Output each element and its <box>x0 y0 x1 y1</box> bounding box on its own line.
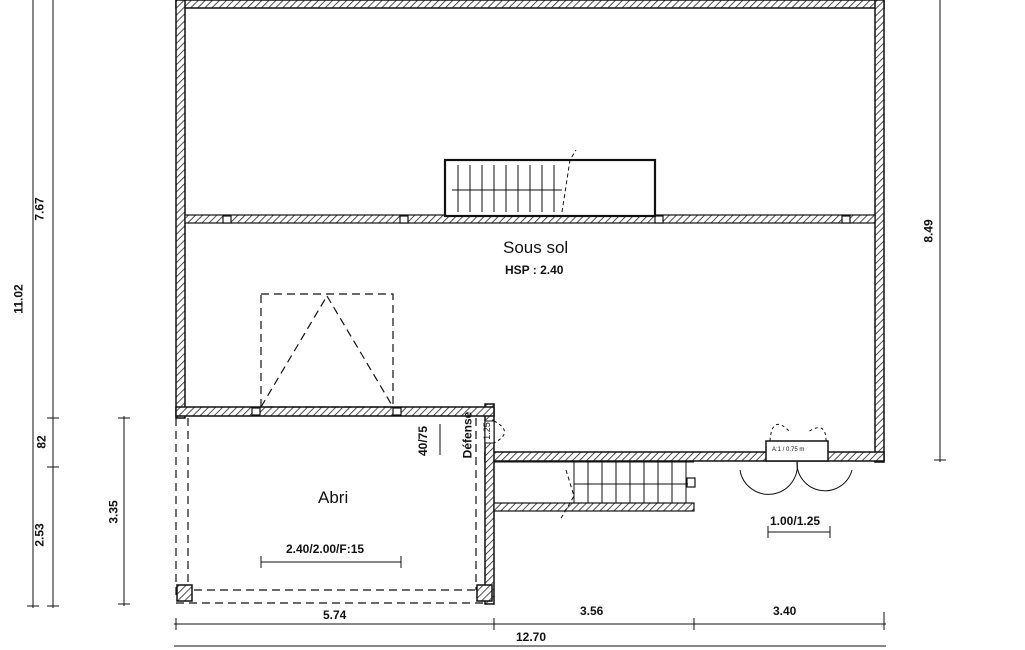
window-tag-label: A:1 / 0.75 m <box>772 447 805 453</box>
dim-total-width: 12.70 <box>516 630 547 644</box>
dim-shelter-height: 3.35 <box>106 500 121 524</box>
dim-right-height: 8.49 <box>921 219 936 243</box>
dimension-lines <box>27 0 946 647</box>
door-size-label: 1.00/1.25 <box>770 514 821 528</box>
defense-label: Défense <box>460 411 475 459</box>
dim-left-total: 11.02 <box>11 284 26 314</box>
basement-height-label: HSP : 2.40 <box>505 263 564 277</box>
small-door <box>484 420 505 444</box>
wall-posts <box>222 215 851 488</box>
opening-label: 40/75 <box>416 425 431 457</box>
basement-bottom-wall <box>175 406 495 417</box>
double-door <box>739 423 853 495</box>
top-wall <box>175 0 885 9</box>
dim-left-mid: 82 <box>34 435 49 449</box>
stair-landing-wall <box>493 502 695 512</box>
lower-stair <box>494 461 694 521</box>
dim-left-lower: 2.53 <box>32 523 47 547</box>
shelter-label: Abri <box>318 488 349 507</box>
basement-label: Sous sol <box>503 238 569 257</box>
dim-shelter-width: 5.74 <box>323 608 347 622</box>
shelter-outline <box>175 418 485 604</box>
shelter-post-left <box>176 584 193 602</box>
dim-left-upper: 7.67 <box>32 197 47 221</box>
exterior-walls <box>175 0 885 605</box>
dim-mid-width: 3.56 <box>580 604 604 618</box>
upper-stair <box>443 149 657 218</box>
hatch-symbol <box>260 293 394 408</box>
garage-door-label: 2.40/2.00/F:15 <box>286 542 365 556</box>
dim-right-width: 3.40 <box>773 604 797 618</box>
shelter-post-right <box>476 584 493 602</box>
small-opening-label: 1.25 <box>481 422 492 440</box>
left-wall <box>175 0 186 419</box>
right-wall <box>874 0 885 463</box>
